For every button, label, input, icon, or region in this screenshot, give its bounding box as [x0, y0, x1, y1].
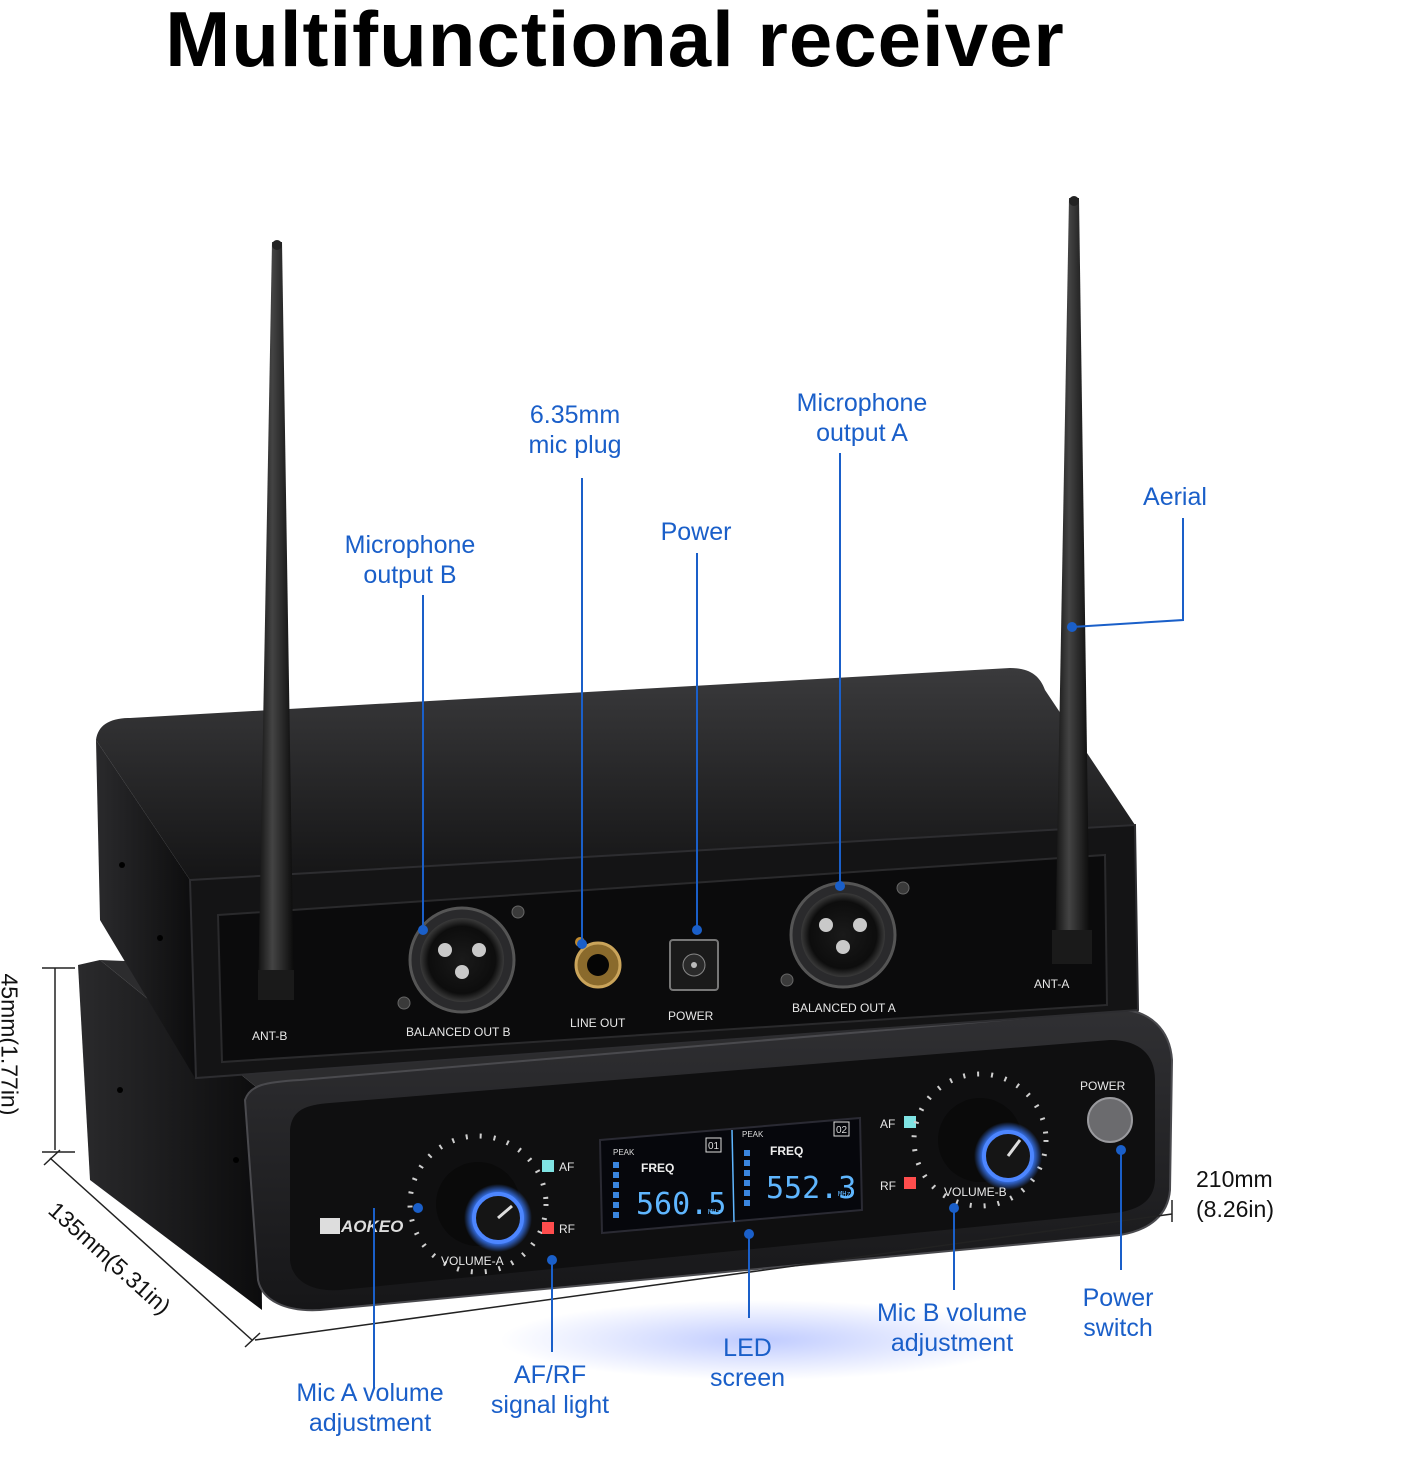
floor-glow	[500, 1300, 1020, 1380]
lcd-left-value: 560.5	[636, 1187, 726, 1222]
mic-plug-callout-line2: mic plug	[528, 431, 622, 459]
afrf-callout-line1: AF/RF	[513, 1361, 587, 1389]
output-a-callout: Microphone output A	[772, 388, 952, 448]
afrf-callout-line2: signal light	[490, 1391, 610, 1419]
mic-plug-callout: 6.35mm mic plug	[505, 400, 645, 460]
rf-led-b	[904, 1177, 916, 1189]
brand-text: AOKEO	[340, 1217, 403, 1236]
width-dimension-in: (8.26in)	[1196, 1196, 1274, 1222]
led-callout-line1: LED	[723, 1334, 772, 1362]
afrf-callout: AF/RF signal light	[475, 1360, 625, 1420]
line-out-jack	[574, 937, 622, 989]
aerial-callout: Aerial	[1143, 483, 1207, 511]
mic-plug-callout-line1: 6.35mm	[529, 401, 621, 429]
lcd-screen: PEAK FREQ 01 560.5 MHz PEAK FREQ 02 552.…	[598, 1116, 864, 1235]
output-b-callout-line2: output B	[363, 561, 457, 589]
af-label-b: AF	[880, 1117, 895, 1131]
line-out-label: LINE OUT	[570, 1016, 626, 1030]
brand-logo: AOKEO	[320, 1217, 403, 1236]
power-switch-callout-line2: switch	[1083, 1314, 1153, 1342]
lcd-left-freq-label: FREQ	[641, 1161, 674, 1175]
led-callout-line2: screen	[709, 1364, 786, 1392]
rf-led-a	[542, 1222, 554, 1234]
power-button	[1087, 1097, 1133, 1143]
volume-a-label: VOLUME-A	[441, 1254, 504, 1268]
power-switch-callout: Power switch	[1068, 1283, 1168, 1343]
mic-b-volume-callout: Mic B volume adjustment	[862, 1298, 1042, 1358]
mic-a-volume-callout-line1: Mic A volume	[296, 1379, 444, 1407]
power-callout: Power	[660, 518, 732, 546]
balanced-out-b-label: BALANCED OUT B	[406, 1025, 510, 1039]
af-led-a	[542, 1160, 554, 1172]
dimension-lines	[42, 967, 1173, 1348]
mic-b-volume-callout-line1: Mic B volume	[876, 1299, 1028, 1327]
page-title: Multifunctional receiver	[165, 0, 1065, 83]
front-power-label: POWER	[1080, 1079, 1126, 1093]
output-b-callout-line1: Microphone	[344, 531, 476, 559]
xlr-out-a	[780, 881, 910, 989]
dc-power-jack	[669, 939, 719, 991]
width-dimension-mm: 210mm	[1196, 1166, 1273, 1192]
volume-a-knob	[407, 1133, 549, 1275]
output-a-callout-line1: Microphone	[796, 389, 928, 417]
lcd-left-peak: PEAK	[613, 1148, 635, 1157]
lcd-right-channel: 02	[836, 1125, 848, 1136]
balanced-out-a-label: BALANCED OUT A	[792, 1001, 896, 1015]
height-dimension: 45mm(1.77in)	[0, 973, 23, 1116]
lcd-right-unit: MHz	[838, 1190, 851, 1198]
af-led-b	[904, 1116, 916, 1128]
volume-b-knob	[911, 1071, 1049, 1209]
xlr-out-b	[397, 905, 525, 1014]
mic-b-volume-callout-line2: adjustment	[890, 1329, 1014, 1357]
lcd-right-freq-label: FREQ	[770, 1144, 803, 1158]
lcd-left-unit: MHz	[708, 1208, 721, 1216]
antenna-b	[258, 240, 294, 1000]
mic-a-volume-callout-line2: adjustment	[308, 1409, 432, 1437]
volume-b-label: VOLUME-B	[944, 1185, 1007, 1199]
output-a-callout-line2: output A	[816, 419, 908, 447]
callout-dots	[413, 622, 1126, 1265]
ant-a-label: ANT-A	[1034, 977, 1069, 991]
power-switch-callout-line1: Power	[1082, 1284, 1154, 1312]
lcd-right-peak: PEAK	[742, 1130, 764, 1139]
mic-a-volume-callout: Mic A volume adjustment	[280, 1378, 460, 1438]
output-b-callout: Microphone output B	[320, 530, 500, 590]
lcd-left-channel: 01	[708, 1141, 720, 1152]
lcd-right-value: 552.3	[766, 1171, 856, 1206]
callout-leaders	[373, 453, 1184, 1388]
af-label-a: AF	[559, 1160, 574, 1174]
rf-label-a: RF	[559, 1222, 575, 1236]
led-callout: LED screen	[690, 1333, 805, 1393]
rear-power-label: POWER	[668, 1009, 714, 1023]
rf-label-b: RF	[880, 1179, 896, 1193]
antenna-a	[1052, 196, 1092, 964]
ant-b-label: ANT-B	[252, 1029, 287, 1043]
